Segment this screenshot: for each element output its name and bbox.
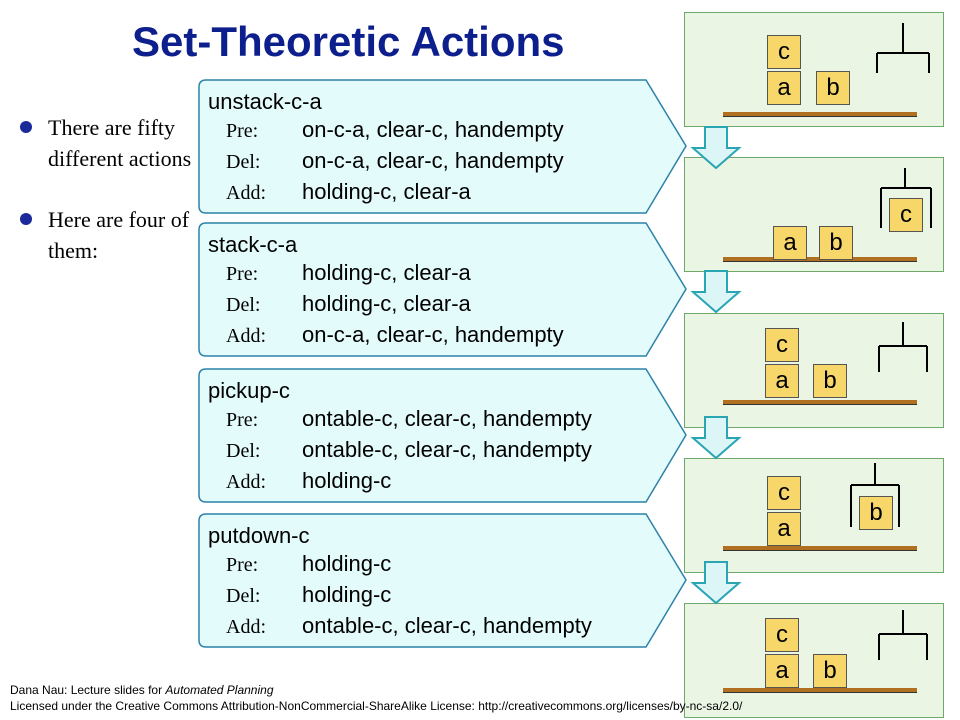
action-box-pickup-c: pickup-c Pre: ontable-c, clear-c, handemp… [198, 368, 688, 503]
del-label: Del: [226, 585, 261, 607]
action-add-row: Add: holding-c [208, 468, 648, 499]
slide-title: Set-Theoretic Actions [132, 18, 565, 65]
action-arrow-shape [198, 79, 687, 214]
footer-author: Dana Nau: Lecture slides for [10, 683, 166, 697]
pre-value: ontable-c, clear-c, handempty [302, 406, 592, 431]
down-arrow-icon [690, 561, 742, 605]
action-del-row: Del: holding-c, clear-a [208, 291, 648, 322]
pre-label: Pre: [226, 409, 259, 431]
bullet-dot-icon [20, 213, 32, 225]
action-pre-row: Pre: ontable-c, clear-c, handempty [208, 406, 648, 437]
del-label: Del: [226, 294, 261, 316]
block-a: a [765, 364, 799, 398]
add-value: holding-c, clear-a [302, 179, 471, 204]
del-label: Del: [226, 151, 261, 173]
action-name: stack-c-a [208, 232, 298, 257]
action-box-stack-c-a: stack-c-a Pre: holding-c, clear-a Del: hol… [198, 222, 688, 357]
add-label: Add: [226, 616, 266, 638]
action-arrow-shape [198, 222, 687, 357]
block-c: c [765, 328, 799, 362]
del-value: on-c-a, clear-c, handempty [302, 148, 564, 173]
robot-hand-icon [880, 168, 932, 228]
action-name: pickup-c [208, 378, 290, 403]
action-pre-row: Pre: holding-c [208, 551, 648, 582]
add-value: holding-c [302, 468, 392, 493]
add-value: ontable-c, clear-c, handempty [302, 613, 592, 638]
pre-value: holding-c [302, 551, 392, 576]
add-label: Add: [226, 182, 266, 204]
action-box-putdown-c: putdown-c Pre: holding-c Del: holding-c Ad… [198, 513, 688, 648]
table-and-hand-drawing [723, 322, 928, 405]
block-a: a [767, 71, 801, 105]
block-c: c [889, 198, 923, 232]
pre-value: on-c-a, clear-c, handempty [302, 117, 564, 142]
block-a: a [767, 512, 801, 546]
action-pre-row: Pre: on-c-a, clear-c, handempty [208, 117, 648, 148]
bullet-list: There are fifty different actions Here a… [18, 112, 198, 296]
down-arrow-icon [690, 270, 742, 314]
del-value: holding-c [302, 582, 392, 607]
state-panel-1: c a b [684, 12, 944, 127]
state-panel-5: c a b [684, 603, 944, 718]
table-icon [723, 400, 917, 404]
footer-license: Licensed under the Creative Commons Attr… [10, 699, 743, 713]
bullet-text: Here are four of them: [48, 207, 190, 263]
action-arrow-shape [198, 513, 687, 648]
add-label: Add: [226, 325, 266, 347]
block-b: b [816, 71, 850, 105]
robot-hand-icon [878, 610, 928, 660]
table-and-hand-drawing [723, 23, 930, 117]
action-del-row: Del: on-c-a, clear-c, handempty [208, 148, 648, 179]
bullet-text: There are fifty different actions [48, 115, 192, 171]
block-c: c [767, 476, 801, 510]
action-arrow-shape [198, 368, 687, 503]
table-icon [723, 546, 917, 550]
pre-label: Pre: [226, 120, 259, 142]
footer-credits: Dana Nau: Lecture slides for Automated P… [10, 682, 743, 718]
robot-hand-icon [850, 463, 900, 527]
table-and-hand-drawing [723, 463, 917, 551]
action-del-row: Del: ontable-c, clear-c, handempty [208, 437, 648, 468]
robot-hand-icon [878, 322, 928, 372]
state-panel-3: c a b [684, 313, 944, 428]
del-value: holding-c, clear-a [302, 291, 471, 316]
table-icon [723, 112, 917, 116]
pre-label: Pre: [226, 263, 259, 285]
block-a: a [765, 654, 799, 688]
action-del-row: Del: holding-c [208, 582, 648, 613]
state-panel-4: c a b [684, 458, 944, 573]
footer-line-1: Dana Nau: Lecture slides for Automated P… [10, 682, 690, 698]
del-label: Del: [226, 440, 261, 462]
action-name: unstack-c-a [208, 89, 322, 114]
block-b: b [813, 364, 847, 398]
robot-hand-icon [876, 23, 930, 73]
block-c: c [767, 35, 801, 69]
pre-label: Pre: [226, 554, 259, 576]
pre-value: holding-c, clear-a [302, 260, 471, 285]
footer-book-title: Automated Planning [165, 683, 274, 697]
action-add-row: Add: on-c-a, clear-c, handempty [208, 322, 648, 353]
action-box-unstack-c-a: unstack-c-a Pre: on-c-a, clear-c, handemp… [198, 79, 688, 214]
down-arrow-icon [690, 416, 742, 460]
action-pre-row: Pre: holding-c, clear-a [208, 260, 648, 291]
state-panel-2: a b c [684, 157, 944, 272]
down-arrow-icon [690, 126, 742, 170]
bullet-dot-icon [20, 121, 32, 133]
add-value: on-c-a, clear-c, handempty [302, 322, 564, 347]
bullet-item: Here are four of them: [18, 204, 198, 266]
action-name: putdown-c [208, 523, 310, 548]
bullet-item: There are fifty different actions [18, 112, 198, 174]
table-icon [723, 688, 917, 692]
add-label: Add: [226, 471, 266, 493]
block-c: c [765, 618, 799, 652]
del-value: ontable-c, clear-c, handempty [302, 437, 592, 462]
action-add-row: Add: ontable-c, clear-c, handempty [208, 613, 648, 644]
table-and-hand-drawing [723, 610, 928, 693]
block-b: b [859, 496, 893, 530]
action-add-row: Add: holding-c, clear-a [208, 179, 648, 210]
block-a: a [773, 226, 807, 260]
block-b: b [813, 654, 847, 688]
block-b: b [819, 226, 853, 260]
